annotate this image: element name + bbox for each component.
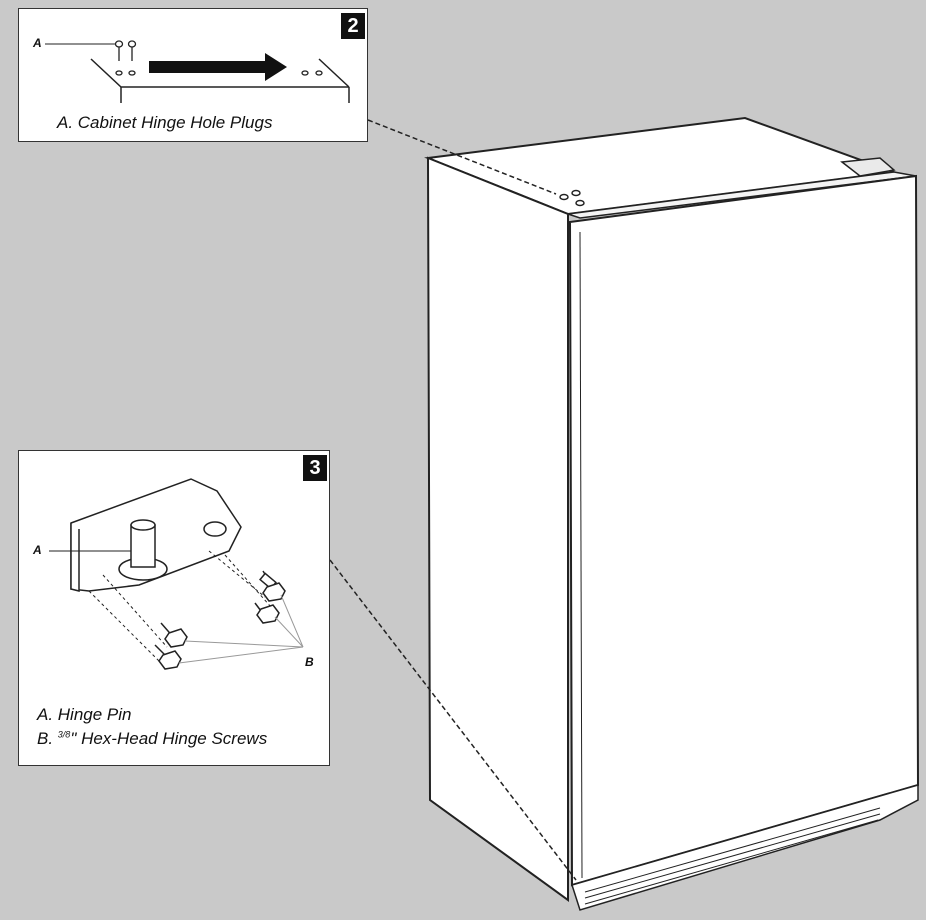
door-edge-line	[579, 231, 583, 879]
hinge-screws-diagram	[49, 478, 304, 670]
caption-b-suffix: " Hex-Head Hinge Screws	[70, 729, 268, 748]
callout-b-label: B	[305, 655, 314, 669]
caption-b-fraction: 3/8	[57, 729, 71, 740]
callout-a-label: A	[33, 36, 42, 50]
door-handle	[840, 157, 896, 177]
grille-slats	[584, 807, 881, 905]
cabinet-side	[426, 156, 569, 902]
hinge-hole-plugs	[559, 189, 585, 207]
cabinet-bottom-edge	[429, 799, 569, 901]
move-arrow-icon	[149, 53, 287, 81]
step-3-caption-a: A. Hinge Pin	[37, 705, 132, 724]
step-2-badge: 2	[341, 13, 365, 39]
step-3-panel: 3	[18, 450, 330, 766]
leader-line-step3	[329, 559, 577, 881]
step-3-badge: 3	[303, 455, 327, 481]
leader-line-step2	[367, 119, 557, 195]
step-2-panel: 2 A A. Cabinet Hinge Hole	[18, 8, 368, 142]
caption-b-prefix: B.	[37, 729, 58, 748]
step-3-caption-b: B. 3/8" Hex-Head Hinge Screws	[37, 729, 267, 749]
callout-a-label: A	[33, 543, 42, 557]
step-2-caption: A. Cabinet Hinge Hole Plugs	[57, 113, 273, 132]
hinge-plugs-diagram	[45, 40, 350, 103]
base-grille	[571, 784, 919, 911]
door	[568, 174, 920, 887]
